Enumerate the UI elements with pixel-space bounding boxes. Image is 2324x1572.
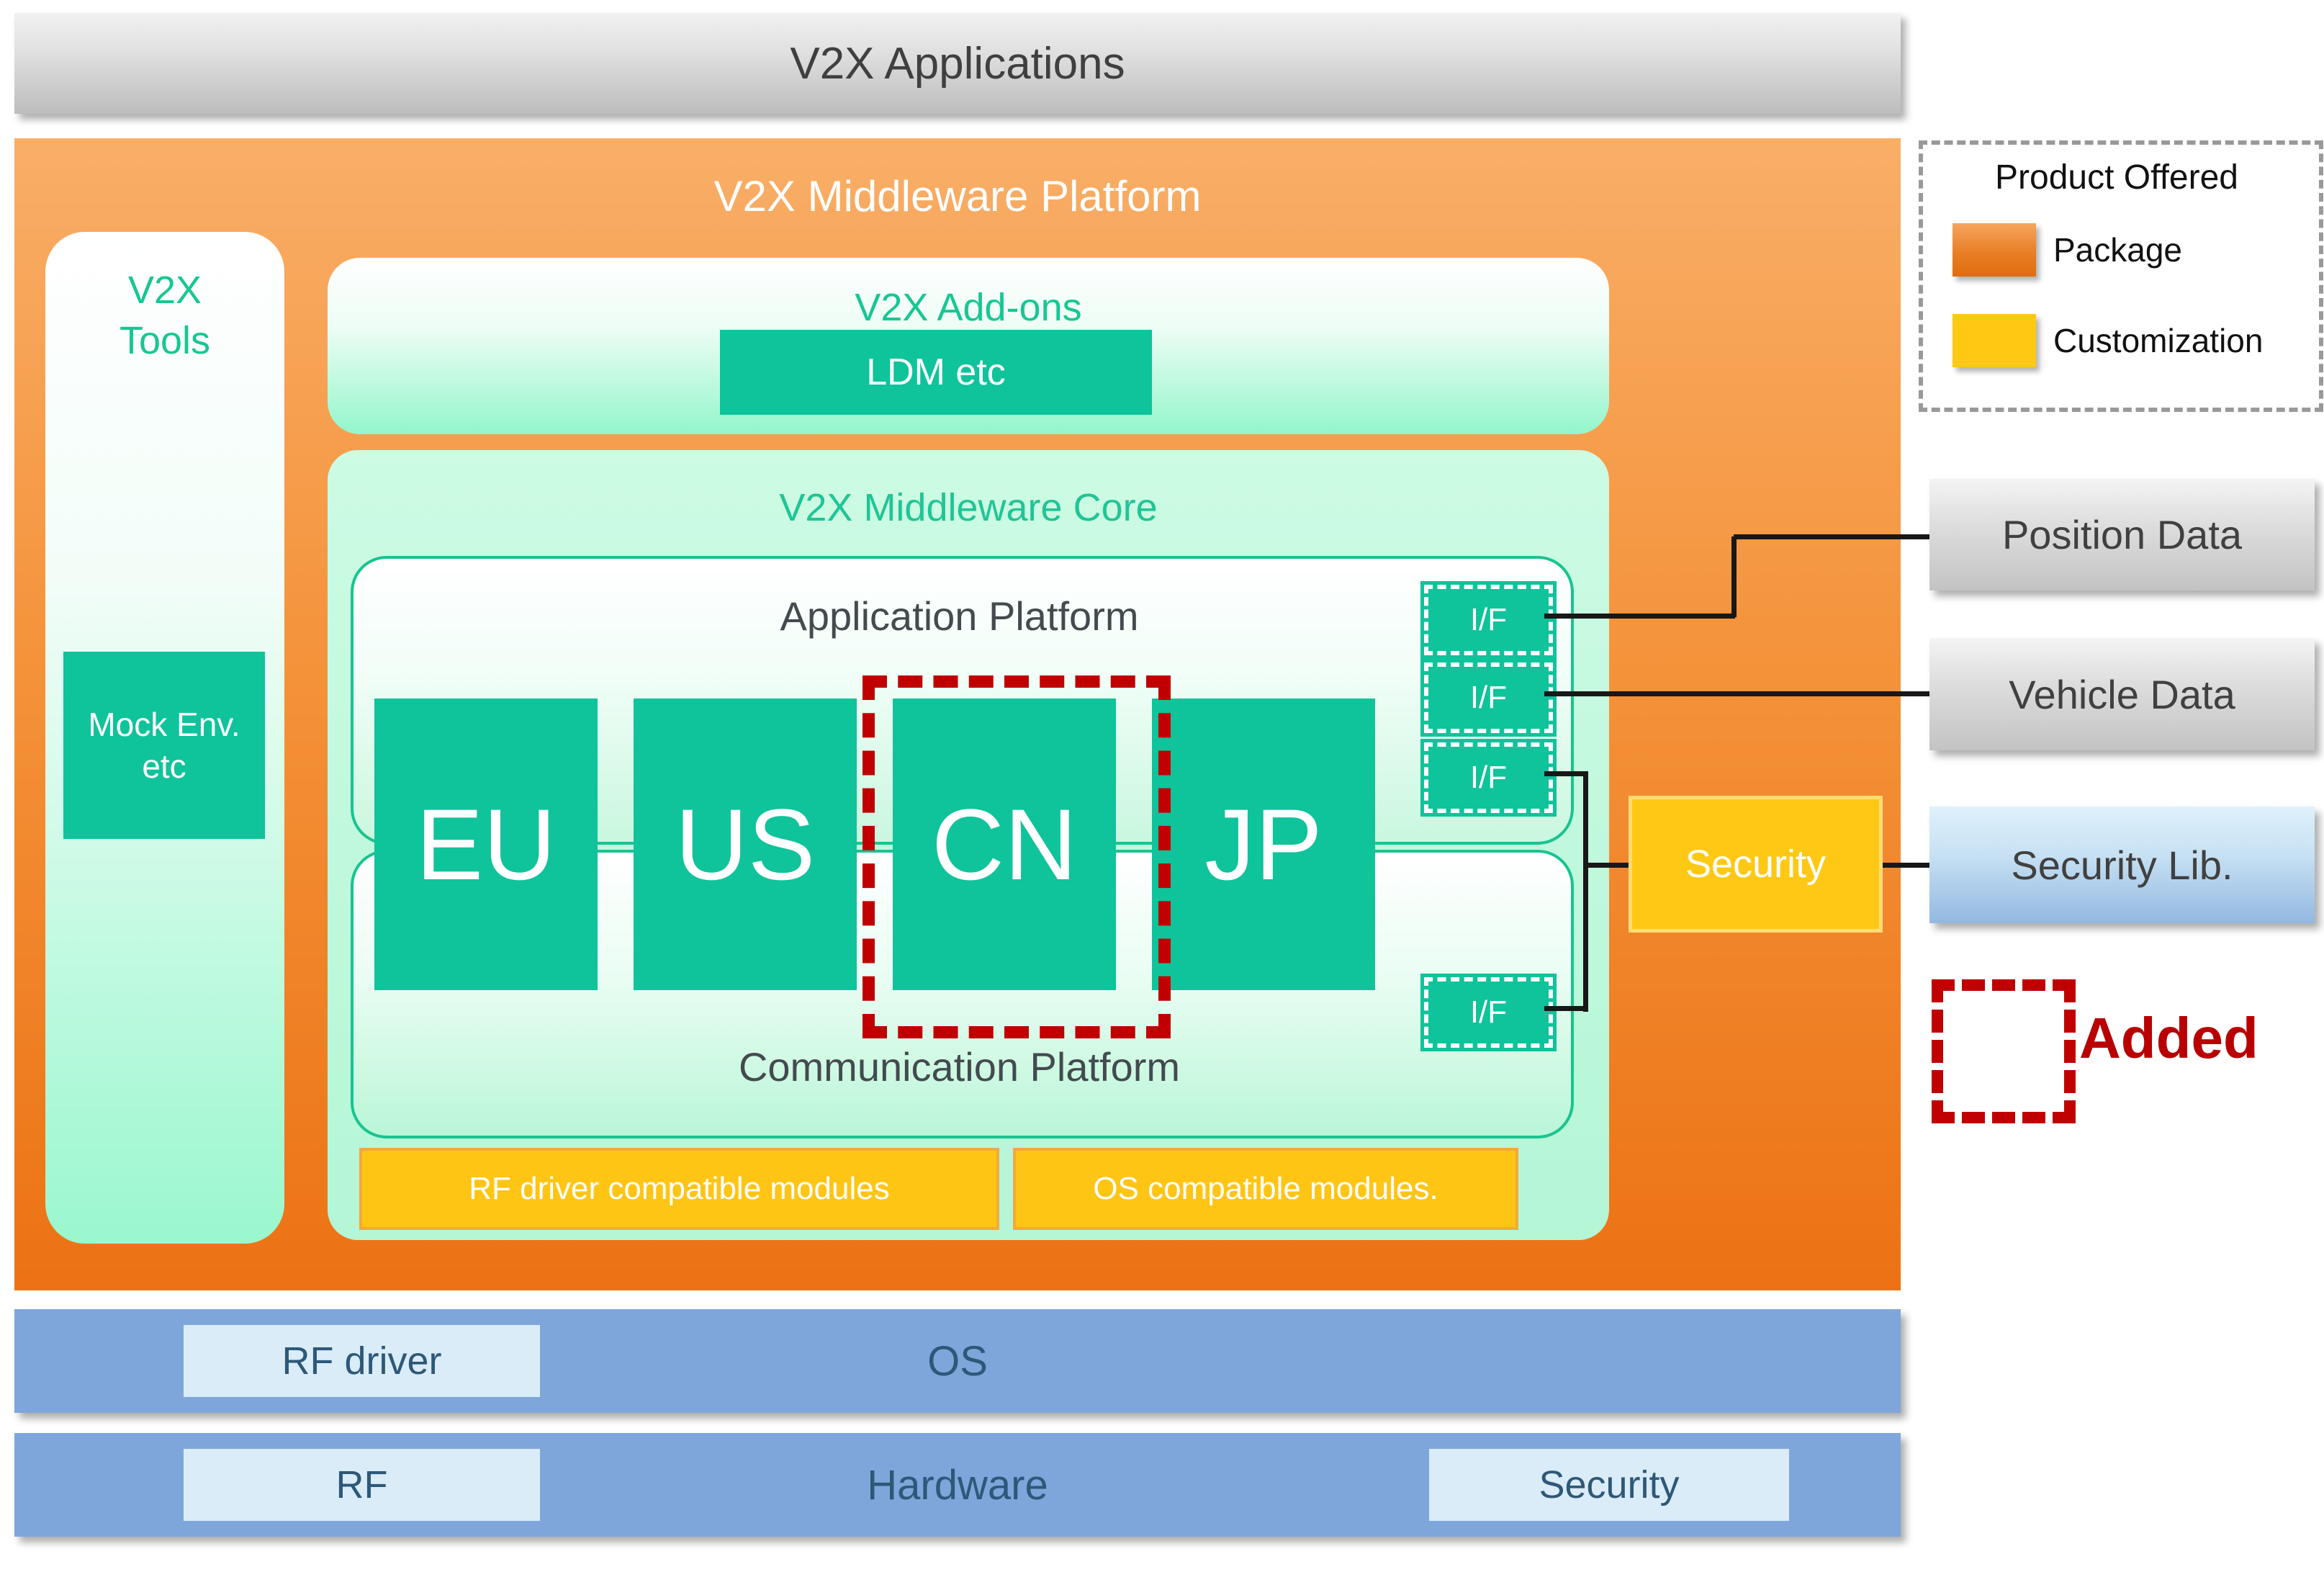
product-offered-title: Product Offered (1995, 158, 2238, 197)
communication-platform-title: Communication Platform (738, 1043, 1181, 1090)
cn-added-highlight (863, 675, 1171, 1038)
connector-vehicle (1544, 691, 1929, 696)
rf-driver-modules-box: RF driver compatible modules (359, 1148, 999, 1230)
v2x-tools-title-line1: V2X (127, 269, 202, 312)
region-block-cn: CN (893, 699, 1116, 990)
position-data-box: Position Data (1929, 479, 2315, 590)
rf-driver-box: RF driver (184, 1325, 540, 1397)
region-block-jp: JP (1152, 699, 1375, 990)
connector-position-h1 (1544, 614, 1735, 619)
if-box-1: I/F (1424, 585, 1553, 655)
middleware-platform-title: V2X Middleware Platform (713, 171, 1202, 220)
v2x-tools-title-text: V2X Tools (120, 265, 210, 366)
v2x-tools-title-line2: Tools (119, 319, 211, 362)
v2x-tools-title: V2X Tools (45, 265, 284, 366)
hardware-security-box: Security (1429, 1449, 1789, 1521)
middleware-core-title: V2X Middleware Core (779, 486, 1158, 529)
package-swatch (1953, 223, 2036, 277)
if-box-2: I/F (1424, 663, 1553, 733)
connector-position-h2 (1734, 534, 1929, 539)
v2x-applications-bar: V2X Applications (14, 13, 1901, 114)
vehicle-data-box: Vehicle Data (1929, 638, 2315, 750)
connector-security-v (1583, 771, 1588, 1012)
mock-env-line2: etc (142, 747, 186, 785)
added-legend-label: Added (2079, 1006, 2258, 1070)
v2x-applications-label: V2X Applications (790, 38, 1125, 89)
customization-swatch (1953, 314, 2036, 367)
region-block-eu: EU (374, 699, 598, 990)
connector-if3-stub (1544, 771, 1587, 776)
v2x-addons-title: V2X Add-ons (855, 286, 1082, 329)
mock-env-label: Mock Env. etc (88, 704, 240, 787)
rf-box: RF (184, 1449, 540, 1521)
os-label: OS (927, 1337, 988, 1385)
security-box: Security (1629, 796, 1883, 933)
mock-env-box: Mock Env. etc (63, 652, 265, 839)
package-label: Package (2053, 231, 2183, 269)
region-block-us: US (634, 699, 857, 990)
application-platform-title: Application Platform (780, 593, 1139, 639)
security-lib-box: Security Lib. (1929, 807, 2315, 923)
ldm-box: LDM etc (720, 330, 1152, 415)
os-modules-box: OS compatible modules. (1013, 1148, 1518, 1230)
if-box-4: I/F (1424, 977, 1553, 1048)
connector-if4-stub (1544, 1006, 1586, 1011)
connector-security-h (1586, 863, 1629, 868)
added-legend-swatch (1932, 979, 2076, 1123)
hardware-label: Hardware (867, 1461, 1048, 1509)
mock-env-line1: Mock Env. (88, 706, 240, 743)
connector-security-lib (1875, 863, 1929, 868)
connector-position-v (1731, 536, 1737, 617)
customization-label: Customization (2053, 322, 2264, 359)
if-box-3: I/F (1424, 742, 1553, 813)
